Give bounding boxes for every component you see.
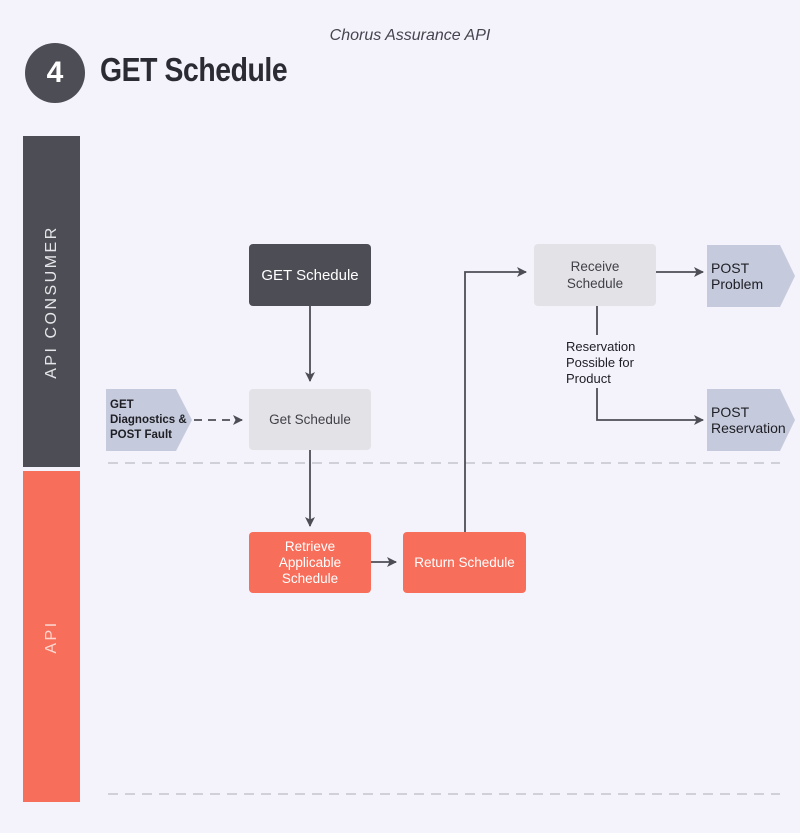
node-receive-schedule: Receive Schedule bbox=[534, 244, 656, 306]
tag-post-problem-label: POST Problem bbox=[711, 260, 764, 292]
tag-post-reservation: POST Reservation bbox=[707, 389, 795, 451]
node-get-schedule: Get Schedule bbox=[249, 389, 371, 450]
page-title: GET Schedule bbox=[100, 51, 288, 88]
node-get-schedule-start: GET Schedule bbox=[249, 244, 371, 306]
tag-post-reservation-label: POST Reservation bbox=[711, 404, 786, 436]
tag-post-problem: POST Problem bbox=[707, 245, 795, 307]
node-retrieve-applicable-schedule: Retrieve Applicable Schedule bbox=[249, 532, 371, 593]
diagram-subtitle: Chorus Assurance API bbox=[329, 27, 491, 44]
tag-shape bbox=[707, 245, 795, 307]
lane-api-consumer: API CONSUMER bbox=[23, 136, 80, 467]
lane-api: API bbox=[23, 471, 80, 802]
tag-shape bbox=[707, 389, 795, 451]
tag-get-diagnostics-label: GET Diagnostics & POST Fault bbox=[110, 398, 187, 441]
tag-shape bbox=[106, 389, 192, 451]
condition-label: Reservation Possible for Product bbox=[566, 339, 636, 386]
arrow-return-to-receive bbox=[464, 267, 527, 532]
node-return-schedule: Return Schedule bbox=[403, 532, 526, 593]
arrow-condition-to-reservation bbox=[596, 388, 704, 425]
tag-get-diagnostics: GET Diagnostics & POST Fault bbox=[106, 389, 192, 451]
step-number-badge: 4 bbox=[25, 43, 85, 103]
